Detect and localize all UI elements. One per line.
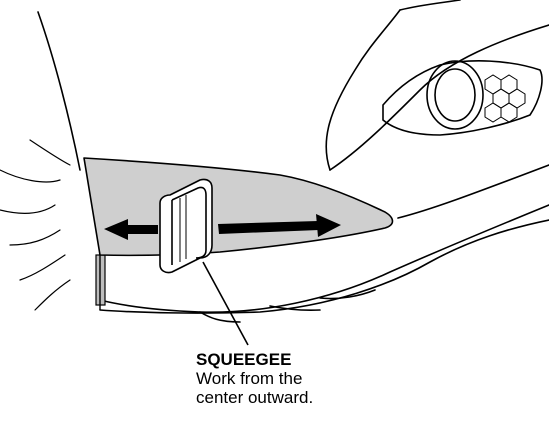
squeegee-callout: SQUEEGEE Work from the center outward. <box>196 350 396 407</box>
squeegee-icon <box>159 178 213 274</box>
arrow-left-icon <box>104 219 158 240</box>
arrow-right-icon <box>218 214 341 237</box>
exhaust-tip <box>382 60 543 136</box>
callout-line-2: center outward. <box>196 388 314 407</box>
callout-leader <box>202 261 249 346</box>
exhaust-mesh <box>484 74 526 123</box>
tire-tread <box>0 139 71 311</box>
callout-title: SQUEEGEE <box>196 350 292 369</box>
callout-line-1: Work from the <box>196 369 303 388</box>
protective-film <box>83 157 394 257</box>
bumper-outline <box>37 0 549 323</box>
